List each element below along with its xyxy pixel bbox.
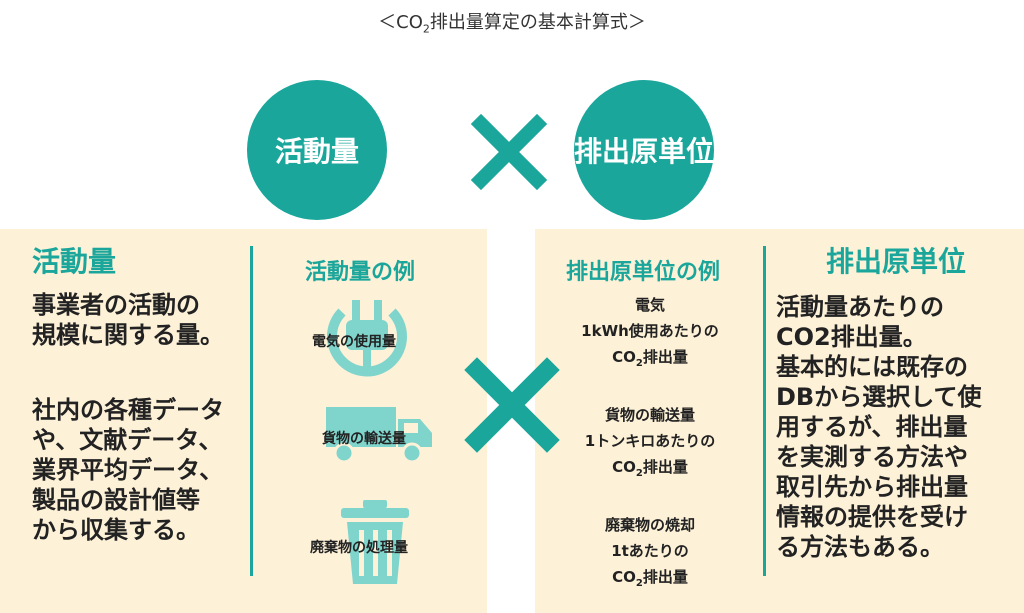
activity-description-2: 社内の各種データ や、文献データ、 業界平均データ、 製品の設計値等 から収集す… [32, 396, 224, 544]
example-label: 電気の使用量 [312, 334, 396, 350]
example-label: 貨物の輸送量 [322, 431, 406, 447]
emission-factor-panel [535, 229, 1024, 613]
emission-factor-examples-heading: 排出原単位の例 [566, 260, 721, 285]
emission-factor-heading: 排出原単位 [826, 245, 967, 278]
example-label: 廃棄物の処理量 [310, 540, 408, 556]
multiply-icon [464, 357, 560, 453]
divider-line [250, 246, 253, 576]
activity-heading: 活動量 [32, 245, 117, 278]
plug-icon [327, 300, 407, 377]
emission-factor-circle: 排出原単位 [574, 80, 714, 220]
trash-can-icon [341, 500, 409, 584]
activity-circle: 活動量 [247, 80, 387, 220]
emission-example-waste: 廃棄物の焼却 1tあたりの CO2排出量 [604, 516, 695, 589]
diagram-title: ＜CO2排出量算定の基本計算式＞ [378, 12, 646, 36]
activity-description-1: 事業者の活動の 規模に関する量。 [32, 291, 224, 349]
divider-line [763, 246, 766, 576]
emission-factor-description: 活動量あたりの CO2排出量。 基本的には既存の DBから選択して使 用するが、… [776, 293, 982, 561]
emission-example-freight: 貨物の輸送量 1トンキロあたりの CO2排出量 [584, 406, 716, 479]
emission-example-electricity: 電気 1kWh使用あたりの CO2排出量 [581, 296, 719, 369]
activity-examples-heading: 活動量の例 [305, 260, 416, 285]
truck-icon [326, 407, 432, 464]
multiply-icon [470, 113, 548, 191]
